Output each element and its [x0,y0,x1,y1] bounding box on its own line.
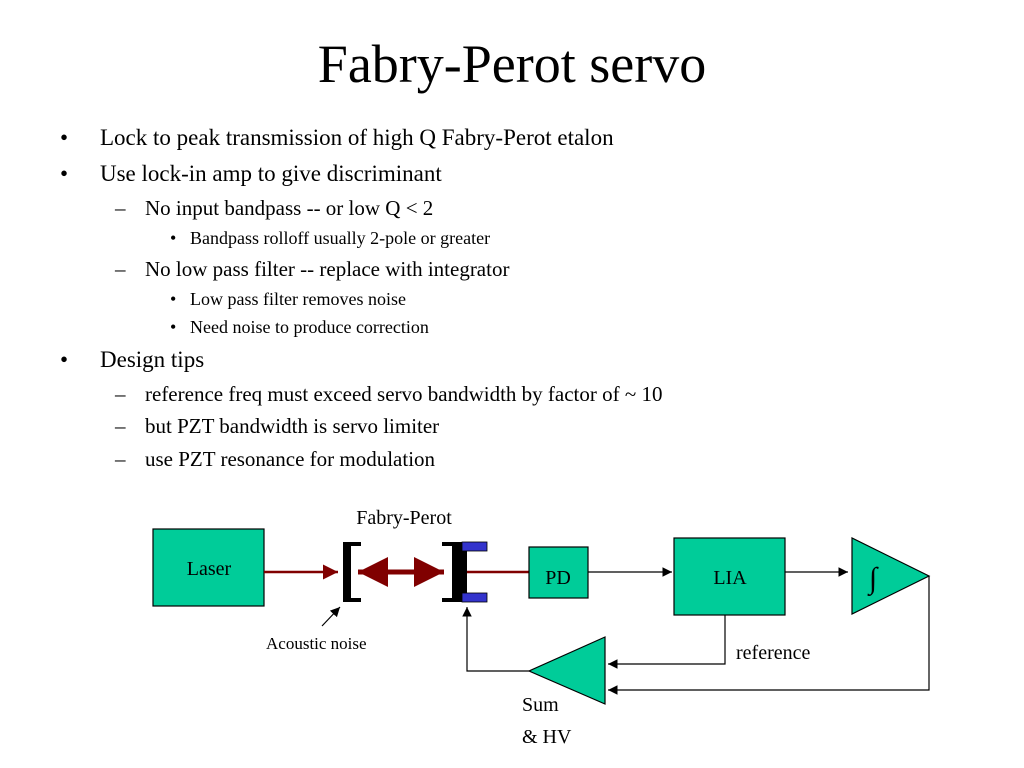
bullet-marker: – [115,196,126,220]
sum-label: Sum [522,694,559,716]
bullet-text: use PZT resonance for modulation [145,447,436,471]
bullet-text: Use lock-in amp to give discriminant [100,161,442,186]
slide-title: Fabry-Perot servo [317,34,707,94]
bullet-item: – reference freq must exceed servo bandw… [115,381,663,407]
bullet-marker: • [170,317,177,337]
bullet-item: – No input bandpass -- or low Q < 2 [115,195,434,221]
bullet-marker: – [115,257,126,281]
bullet-text: reference freq must exceed servo bandwid… [145,382,663,406]
bullet-item: • Need noise to produce correction [170,316,429,338]
sum-hv-amplifier [527,636,606,705]
bullet-item: • Use lock-in amp to give discriminant [60,160,442,188]
hv-label: & HV [522,726,572,748]
bullet-marker: • [60,161,69,186]
bullet-item: • Bandpass rolloff usually 2-pole or gre… [170,227,491,249]
pzt-actuator [460,541,488,603]
bullet-item: – No low pass filter -- replace with int… [115,256,510,282]
bullet-item: • Design tips [60,346,205,374]
bullet-text: Lock to peak transmission of high Q Fabr… [100,125,614,150]
pd-label: PD [545,567,571,589]
fabry-perot-label: Fabry-Perot [356,507,452,529]
bullet-item: • Low pass filter removes noise [170,288,406,310]
bullet-item: – use PZT resonance for modulation [115,446,436,472]
bullet-text: No low pass filter -- replace with integ… [145,257,510,281]
right-mirror [442,542,460,602]
left-mirror [343,542,361,602]
bullet-marker: – [115,414,126,438]
bullet-item: – but PZT bandwidth is servo limiter [115,413,440,439]
bullet-text: Bandpass rolloff usually 2-pole or great… [190,228,491,248]
integrator-block: ∫ [851,537,931,615]
wire-sum-to-pzt [462,607,529,672]
bullet-marker: • [60,347,69,372]
bullet-text: but PZT bandwidth is servo limiter [145,414,440,438]
integral-symbol: ∫ [867,562,879,597]
pd-block: PD [528,546,589,599]
bullet-marker: – [115,382,126,406]
laser-label: Laser [187,558,232,580]
bullet-marker: – [115,447,126,471]
bullet-text: No input bandpass -- or low Q < 2 [145,196,434,220]
bullet-marker: • [170,228,177,248]
acoustic-noise-label: Acoustic noise [266,634,367,653]
reference-label: reference [736,642,810,664]
bullet-text: Need noise to produce correction [190,317,429,337]
laser-block: Laser [152,528,265,607]
lia-label: LIA [713,567,747,589]
bullet-item: • Lock to peak transmission of high Q Fa… [60,124,614,152]
wire-reference-to-sum [608,615,726,669]
acoustic-noise-arrow [321,606,341,627]
bullet-text: Design tips [100,347,205,372]
wire-integrator-to-sum [608,576,930,695]
bullet-marker: • [60,125,69,150]
bullet-marker: • [170,289,177,309]
lia-block: LIA [673,537,786,616]
bullet-text: Low pass filter removes noise [190,289,406,309]
